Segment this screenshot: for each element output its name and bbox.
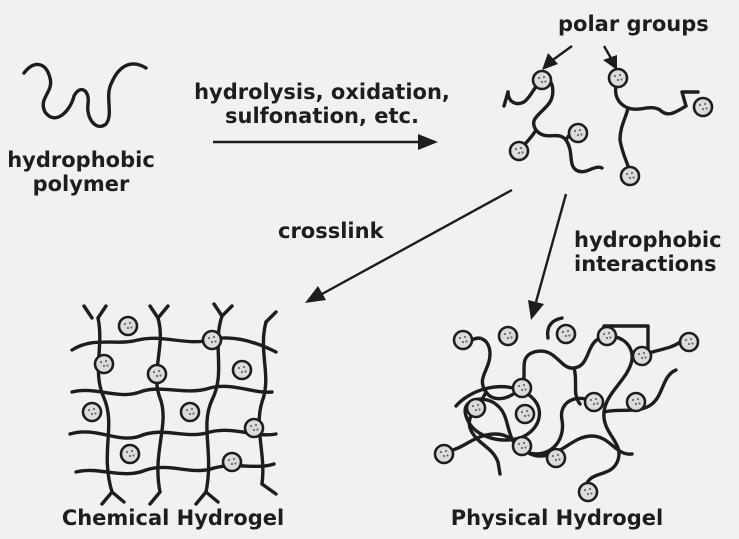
physical-hydrogel-label: Physical Hydrogel	[442, 506, 672, 530]
hydrophobic-polymer-chain	[24, 64, 146, 126]
hydrophobic-interactions-label: hydrophobic interactions	[574, 228, 722, 276]
hydrophobic-interactions-label-line2: interactions	[574, 252, 722, 276]
reaction-label-line1: hydrolysis, oxidation,	[186, 80, 458, 104]
chemical-hydrogel-network	[70, 304, 276, 504]
polar-polymer	[504, 69, 712, 185]
physical-hydrogel-network	[435, 318, 698, 501]
hydrophobic-polymer-label-line2: polymer	[6, 172, 156, 196]
hydrophobic-polymer-label: hydrophobic polymer	[6, 148, 156, 196]
hydrophobic-interactions-label-line1: hydrophobic	[574, 228, 722, 252]
hydrophobic-interactions-arrow	[528, 194, 566, 320]
chemical-hydrogel-label: Chemical Hydrogel	[58, 506, 288, 530]
crosslink-arrow	[305, 190, 512, 303]
hydrophobic-polymer-label-line1: hydrophobic	[6, 148, 156, 172]
reaction-label-line2: sulfonation, etc.	[186, 104, 458, 128]
polar-groups-pointer-arrows	[542, 46, 617, 70]
reaction-arrow	[213, 134, 438, 150]
crosslink-label: crosslink	[278, 219, 384, 243]
polar-groups-label: polar groups	[558, 12, 709, 36]
reaction-conditions-label: hydrolysis, oxidation, sulfonation, etc.	[186, 80, 458, 128]
